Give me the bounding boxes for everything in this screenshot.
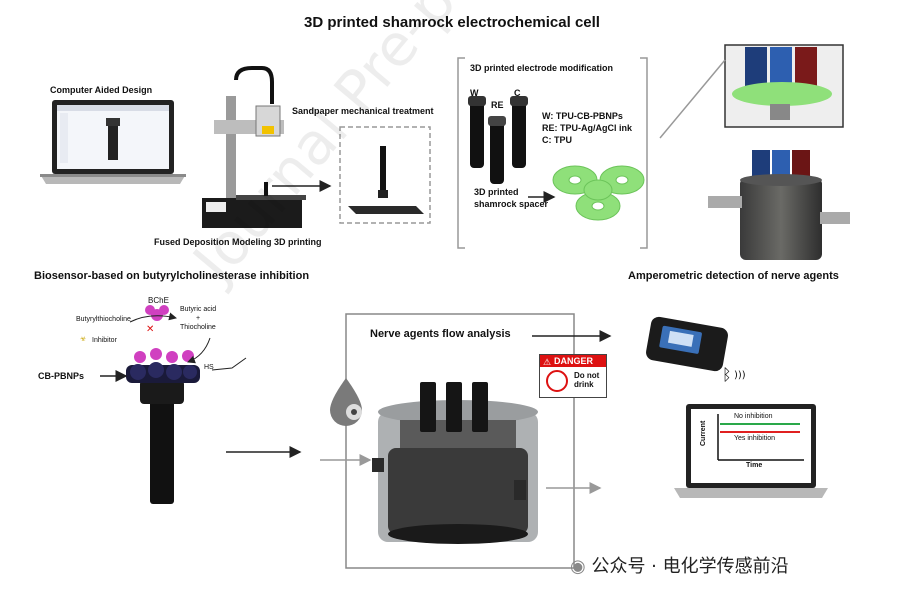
modification-heading: 3D printed electrode modification <box>470 63 614 73</box>
spacer-label-1: 3D printed <box>474 187 519 197</box>
electrode-label-c: C <box>514 88 521 98</box>
time-axis-label: Time <box>746 462 763 469</box>
fdm-label: Fused Deposition Modeling 3D printing <box>154 237 322 247</box>
section-bracket-left <box>457 57 465 249</box>
diagram-title: 3D printed shamrock electrochemical cell <box>304 14 600 31</box>
electrode-label-w: W <box>470 88 479 98</box>
warning-icon: ⚠ <box>543 357 552 367</box>
amperometric-heading: Amperometric detection of nerve agents <box>628 270 839 282</box>
cell-top-photo-content <box>732 47 832 120</box>
signal-waves-icon: ))) <box>734 370 746 381</box>
toxic-water-drop-icon <box>330 378 362 426</box>
cad-laptop-icon <box>40 100 186 184</box>
no-drink-icon <box>546 370 568 392</box>
substrate-label: Butyrylthiocholine <box>76 316 131 323</box>
reaction-arrow <box>129 312 177 323</box>
spacer-label-2: shamrock spacer <box>474 199 549 209</box>
sandpaper-label: Sandpaper mechanical treatment <box>292 106 434 116</box>
thiocholine-arrow <box>187 337 211 364</box>
wechat-icon: ◉ <box>570 556 586 577</box>
photo-zoom-line <box>659 59 726 139</box>
danger-line-2: drink <box>574 380 594 389</box>
product2-label: Thiocholine <box>180 324 216 331</box>
assembled-cell-photo <box>708 150 850 260</box>
wechat-footer-text: 公众号 · 电化学传感前沿 <box>591 556 789 577</box>
section-bracket-right <box>640 57 648 249</box>
biosensor-heading: Biosensor-based on butyrylcholinesterase… <box>34 270 310 282</box>
flow-cell-icon <box>372 382 538 544</box>
hs-label: HS <box>204 364 214 371</box>
result-laptop-icon <box>674 404 828 498</box>
cb-pbnps-label: CB-PBNPs <box>38 371 85 381</box>
legend-re: RE: TPU-Ag/AgCl ink <box>542 123 632 133</box>
electrode-on-sandpaper-icon <box>348 146 424 214</box>
danger-line-1: Do not <box>574 371 600 380</box>
legend-c: C: TPU <box>542 135 572 145</box>
plus-label: + <box>196 315 201 322</box>
3d-printer-icon <box>202 66 306 228</box>
danger-body: Do not drink <box>574 371 599 389</box>
inhibitor-label: Inhibitor <box>92 337 117 344</box>
biosensor-electrode-icon <box>126 305 200 504</box>
yes-inhibition-label: Yes inhibition <box>734 435 775 442</box>
electrode-label-re: RE <box>491 100 504 110</box>
electrodes-icon <box>468 96 528 184</box>
legend-w: W: TPU-CB-PBNPs <box>542 111 623 121</box>
danger-header: ⚠ DANGER <box>540 355 606 367</box>
product1-label: Butyric acid <box>180 306 217 313</box>
sandpaper-box <box>339 126 431 224</box>
no-inhibition-label: No inhibition <box>734 413 773 420</box>
current-axis-label: Current <box>700 420 707 446</box>
wechat-footer: ◉ 公众号 · 电化学传感前沿 <box>570 552 789 578</box>
bche-label: BChE <box>148 296 169 305</box>
inhibition-cross-icon: ✕ <box>146 324 154 335</box>
flow-analysis-box <box>345 313 575 569</box>
cad-label: Computer Aided Design <box>50 85 153 95</box>
bluetooth-icon: ᛒ <box>722 365 732 384</box>
thiocholine-structure <box>211 357 247 371</box>
flow-heading: Nerve agents flow analysis <box>370 328 511 340</box>
shamrock-spacer-icon <box>552 165 645 221</box>
biohazard-icon: ☣ <box>80 336 87 343</box>
danger-sign: ⚠ DANGER Do not drink <box>539 354 607 398</box>
potentiostat-device-icon <box>646 316 728 372</box>
danger-header-text: DANGER <box>554 356 594 366</box>
